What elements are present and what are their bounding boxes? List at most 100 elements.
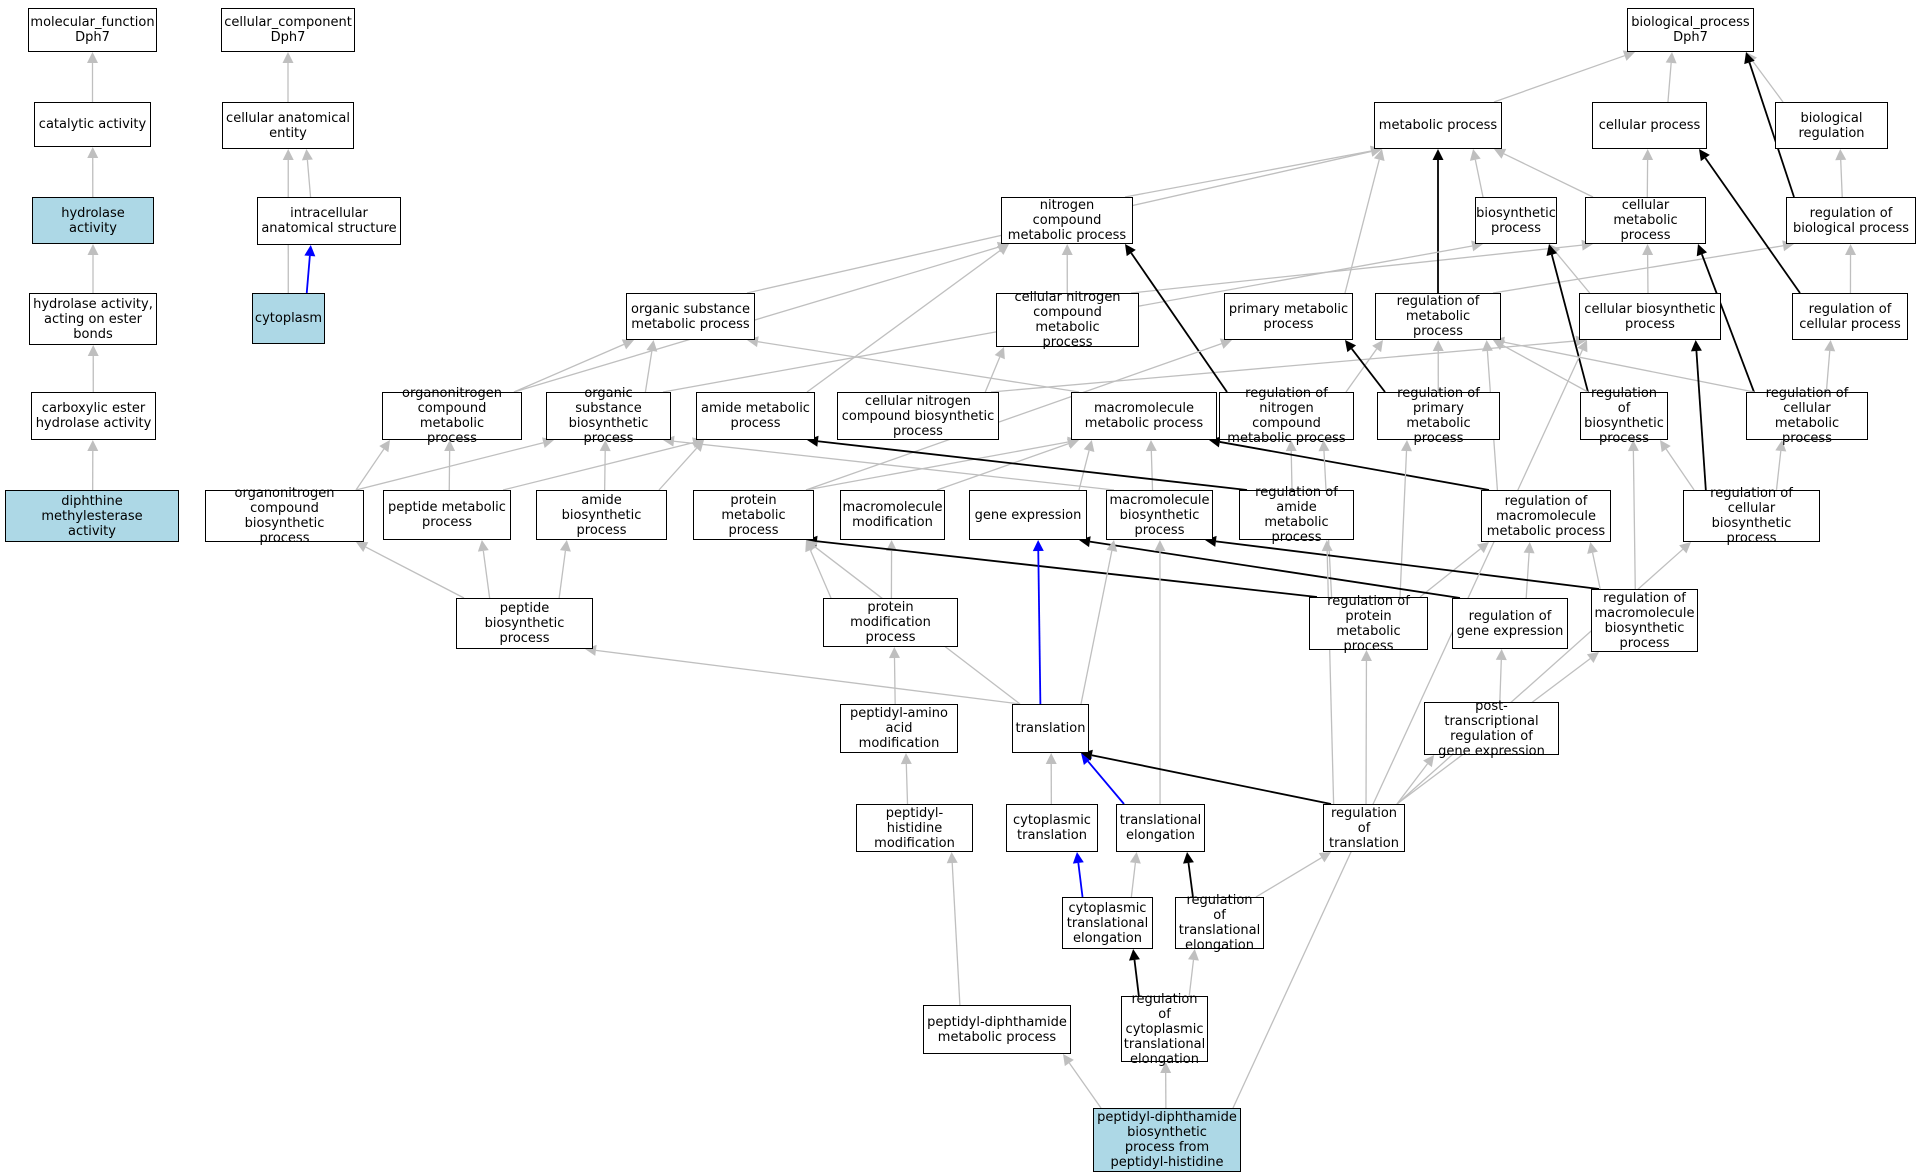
edge-arrowhead-rte-to-rtr bbox=[1318, 852, 1331, 863]
edge-arrowhead-rtr-to-rcbp bbox=[1679, 542, 1691, 554]
edge-arrowhead-paam-to-pmod bbox=[888, 647, 900, 659]
edge-arrowhead-abp-to-amp bbox=[692, 440, 704, 452]
node-cyto: cytoplasm bbox=[252, 293, 325, 344]
edge-arrowhead-cat-to-mf bbox=[87, 52, 98, 63]
edge-regulates-rpmp-to-pmp bbox=[1350, 348, 1386, 393]
edge-arrowhead-cbp-to-cmp bbox=[1642, 244, 1654, 256]
edge-arrowhead-dma-to-cehy bbox=[87, 440, 99, 452]
node-hyd: hydrolase activity bbox=[32, 197, 154, 244]
edge-is_a-ptrge-to-rge bbox=[1499, 659, 1502, 703]
node-phm: peptidyl-histidine modification bbox=[856, 804, 973, 852]
node-mmp: macromolecule metabolic process bbox=[1071, 392, 1217, 440]
edge-regulates-rbios-to-bios bbox=[1550, 254, 1589, 393]
node-ncmp: nitrogen compound metabolic process bbox=[1001, 197, 1133, 244]
node-pmod: protein modification process bbox=[823, 598, 958, 647]
node-tel: translational elongation bbox=[1116, 804, 1205, 852]
edge-is_a-ncmp-to-mp bbox=[1124, 150, 1372, 198]
node-rcp: regulation of cellular process bbox=[1792, 293, 1908, 340]
edge-arrowhead-rcbp-to-cbp bbox=[1690, 340, 1702, 352]
edge-arrowhead-cyto-to-cae bbox=[282, 149, 294, 161]
node-mmod: macromolecule modification bbox=[840, 490, 945, 540]
edge-is_a-rcmp-to-rmp bbox=[1503, 341, 1755, 393]
edge-arrowhead-rprotmp-to-rncmp bbox=[1318, 440, 1330, 452]
edge-arrowhead-mmod-to-mmp bbox=[1066, 438, 1079, 449]
edge-arrowhead-pmod-to-mmod bbox=[886, 540, 898, 552]
edge-arrowhead-cae-to-cc bbox=[282, 52, 294, 63]
node-cp: cellular process bbox=[1592, 102, 1707, 149]
edge-is_a-oncmp-to-osmp bbox=[513, 343, 625, 393]
edge-is_a-cbp-to-bios bbox=[1555, 252, 1591, 294]
edge-arrowhead-osbp-to-osmp bbox=[646, 340, 658, 352]
node-tr: translation bbox=[1012, 704, 1089, 753]
edge-arrowhead-tel-to-mbp bbox=[1154, 540, 1166, 552]
edge-regulates-rmmp-to-mmp bbox=[1219, 441, 1490, 491]
edge-is_a-rte-to-rtr bbox=[1255, 857, 1322, 898]
edge-is_a-rprotmp-to-rmmp bbox=[1419, 548, 1481, 598]
node-dma: diphthine methylesterase activity bbox=[5, 490, 179, 542]
node-cae: cellular anatomical entity bbox=[222, 102, 354, 149]
edge-arrowhead-oncbp-to-osbp bbox=[541, 437, 554, 449]
edge-is_a-phm-to-paam bbox=[905, 763, 909, 805]
node-rtr: regulation of translation bbox=[1323, 804, 1405, 852]
edge-arrowhead-ge-to-mmp bbox=[1083, 440, 1095, 453]
node-pdbp: peptidyl-diphthamide biosynthetic proces… bbox=[1093, 1108, 1241, 1172]
edge-arrowhead-hyd-to-cat bbox=[87, 147, 99, 159]
edge-arrowhead-pepmp-to-oncmp bbox=[444, 440, 456, 452]
node-cat: catalytic activity bbox=[34, 102, 151, 147]
edge-is_a-rmbp-to-rbios bbox=[1632, 450, 1636, 590]
edge-is_a-ias-to-cae bbox=[306, 159, 312, 198]
edge-arrowhead-pepbp-to-pepmp bbox=[477, 540, 489, 552]
node-br: biological regulation bbox=[1775, 102, 1888, 149]
edge-arrowhead-rpmp-to-rmp bbox=[1432, 340, 1444, 352]
edge-arrowhead-rmp-to-mp bbox=[1432, 149, 1444, 160]
node-rmbp: regulation of macromolecule biosynthetic… bbox=[1591, 589, 1698, 652]
edge-is_a-abp-to-osbp bbox=[604, 450, 606, 491]
edge-arrowhead-rcbp-to-rcmp bbox=[1775, 440, 1787, 452]
edge-part_of-cte-to-ctr bbox=[1077, 862, 1084, 898]
node-mf: molecular_function Dph7 bbox=[28, 8, 157, 52]
edge-arrowhead-pmp-to-mp bbox=[1373, 149, 1385, 162]
edge-is_a-rtr-to-rcbp bbox=[1396, 548, 1684, 805]
edge-arrowhead-rge-to-ge bbox=[1079, 536, 1091, 548]
node-rpmp: regulation of primary metabolic process bbox=[1377, 386, 1500, 446]
edge-regulates-rte-to-tel bbox=[1187, 862, 1194, 898]
edge-arrowhead-protmp-to-pmp bbox=[1219, 338, 1232, 349]
node-osmp: organic substance metabolic process bbox=[626, 293, 755, 340]
edge-is_a-pdbp-to-cbp bbox=[1232, 349, 1583, 1109]
edge-arrowhead-tr-to-ge bbox=[1032, 540, 1044, 552]
node-cc: cellular_component Dph7 bbox=[221, 8, 355, 52]
edge-arrowhead-cte-to-tel bbox=[1129, 852, 1141, 864]
edge-is_a-ge-to-mmp bbox=[1078, 450, 1090, 491]
node-ge: gene expression bbox=[969, 490, 1087, 540]
node-oncbp: organonitrogen compound biosynthetic pro… bbox=[205, 486, 364, 546]
edge-is_a-rcte-to-rte bbox=[1188, 959, 1195, 997]
node-ptrge: post-transcriptional regulation of gene … bbox=[1424, 699, 1559, 759]
node-cte: cytoplasmic translational elongation bbox=[1062, 897, 1153, 949]
edge-arrowhead-rprotmp-to-rpmp bbox=[1401, 440, 1413, 452]
edge-arrowhead-ptrge-to-rge bbox=[1495, 649, 1507, 661]
edge-arrowhead-pdbp-to-rcte bbox=[1160, 1062, 1172, 1074]
node-pepbp: peptide biosynthetic process bbox=[456, 598, 593, 649]
node-rmp: regulation of metabolic process bbox=[1375, 293, 1501, 340]
edge-arrowhead-rbios-to-bios bbox=[1546, 244, 1558, 257]
edge-is_a-bios-to-mp bbox=[1474, 159, 1484, 198]
edge-is_a-pdbp-to-pdmp bbox=[1068, 1062, 1102, 1109]
edge-is_a-pmp-to-mp bbox=[1344, 159, 1380, 294]
node-cehy: carboxylic ester hydrolase activity bbox=[31, 392, 156, 440]
edge-is_a-pepbp-to-pepmp bbox=[482, 550, 491, 599]
node-rcte: regulation of cytoplasmic translational … bbox=[1121, 992, 1208, 1067]
edge-is_a-rcmp-to-rcp bbox=[1825, 350, 1831, 393]
edge-arrowhead-rmbp-to-mbp bbox=[1205, 535, 1217, 547]
node-haeb: hydrolase activity, acting on ester bond… bbox=[29, 293, 157, 345]
edge-regulates-rprotmp-to-protmp bbox=[816, 540, 1318, 598]
edge-is_a-mp-to-bp bbox=[1493, 55, 1625, 103]
edge-is_a-mmp-to-osmp bbox=[757, 341, 1080, 393]
edge-is_a-cncbp-to-cncmp bbox=[984, 356, 1001, 393]
edge-arrowhead-cncmp-to-cmp bbox=[1581, 239, 1593, 251]
edge-is_a-osbp-to-osmp bbox=[644, 350, 653, 393]
edge-arrowhead-ias-to-cae bbox=[301, 149, 313, 161]
edge-arrowhead-rmp-to-rbp bbox=[1782, 240, 1794, 252]
edge-is_a-rncmp-to-rmp bbox=[1345, 348, 1378, 393]
edge-arrowhead-pepbp-to-oncbp bbox=[356, 542, 369, 552]
node-rncmp: regulation of nitrogen compound metaboli… bbox=[1219, 386, 1354, 446]
